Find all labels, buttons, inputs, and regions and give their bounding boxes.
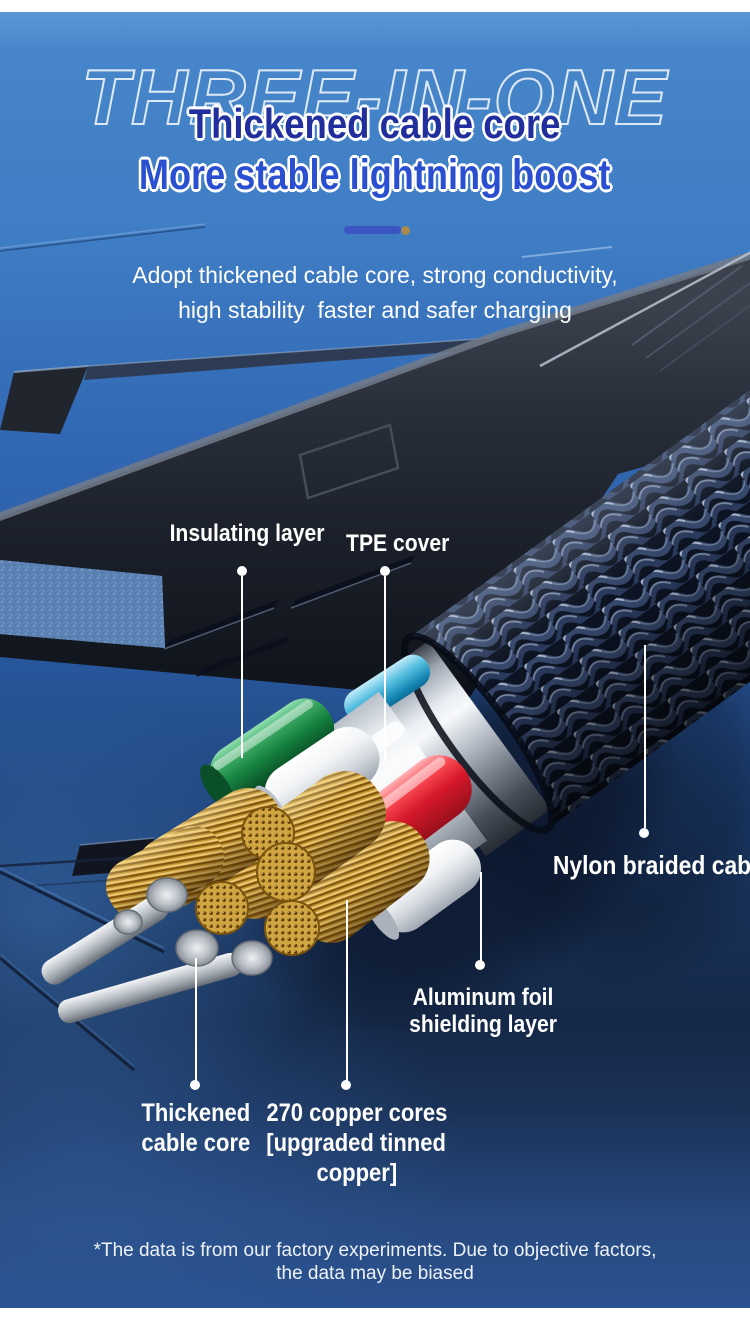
- divider-dot: [401, 226, 410, 235]
- callout-line-thickened-core: [195, 958, 197, 1082]
- footnote-line-1: *The data is from our factory experiment…: [93, 1240, 657, 1261]
- copper-bundles: [41, 771, 430, 1024]
- description-line-1: Adopt thickened cable core, strong condu…: [132, 262, 618, 288]
- page-title: Thickened cable core: [189, 100, 561, 147]
- callout-dot-nylon-braided: [639, 828, 649, 838]
- callout-label-thickened-core: Thickened cable core: [141, 1099, 251, 1157]
- callout-line-aluminum-foil: [480, 872, 482, 962]
- callout-label-nylon-braided: Nylon braided cable: [552, 850, 750, 880]
- footnote-line-2: the data may be biased: [276, 1263, 474, 1284]
- callout-label-copper-cores: 270 copper cores [upgraded tinned copper…: [266, 1099, 448, 1187]
- background-panels: [0, 223, 750, 1072]
- callout-dot-thickened-core: [190, 1080, 200, 1090]
- callout-dot-copper-cores: [341, 1080, 351, 1090]
- divider-bar: [344, 226, 401, 234]
- callout-label-insulating-layer: Insulating layer: [169, 520, 325, 547]
- copper-cut-faces: [113, 806, 320, 976]
- page-subtitle: More stable lightning boost: [139, 151, 611, 199]
- callout-label-aluminum-foil: Aluminum foil shielding layer: [409, 984, 557, 1038]
- inner-wires: [200, 698, 482, 940]
- callout-dot-aluminum-foil: [475, 960, 485, 970]
- callout-line-tpe-cover: [384, 576, 386, 762]
- cable-braid-and-foil: [363, 367, 750, 857]
- callout-dot-tpe-cover: [380, 566, 390, 576]
- callout-label-tpe-cover: TPE cover: [346, 530, 450, 557]
- watermark-text: THREE-IN-ONE: [80, 52, 669, 142]
- description-line-2: high stability faster and safer charging: [178, 297, 572, 323]
- callout-line-nylon-braided: [644, 645, 646, 828]
- callout-line-insulating-layer: [241, 576, 243, 758]
- callout-dot-insulating-layer: [237, 566, 247, 576]
- callout-line-copper-cores: [346, 900, 348, 1082]
